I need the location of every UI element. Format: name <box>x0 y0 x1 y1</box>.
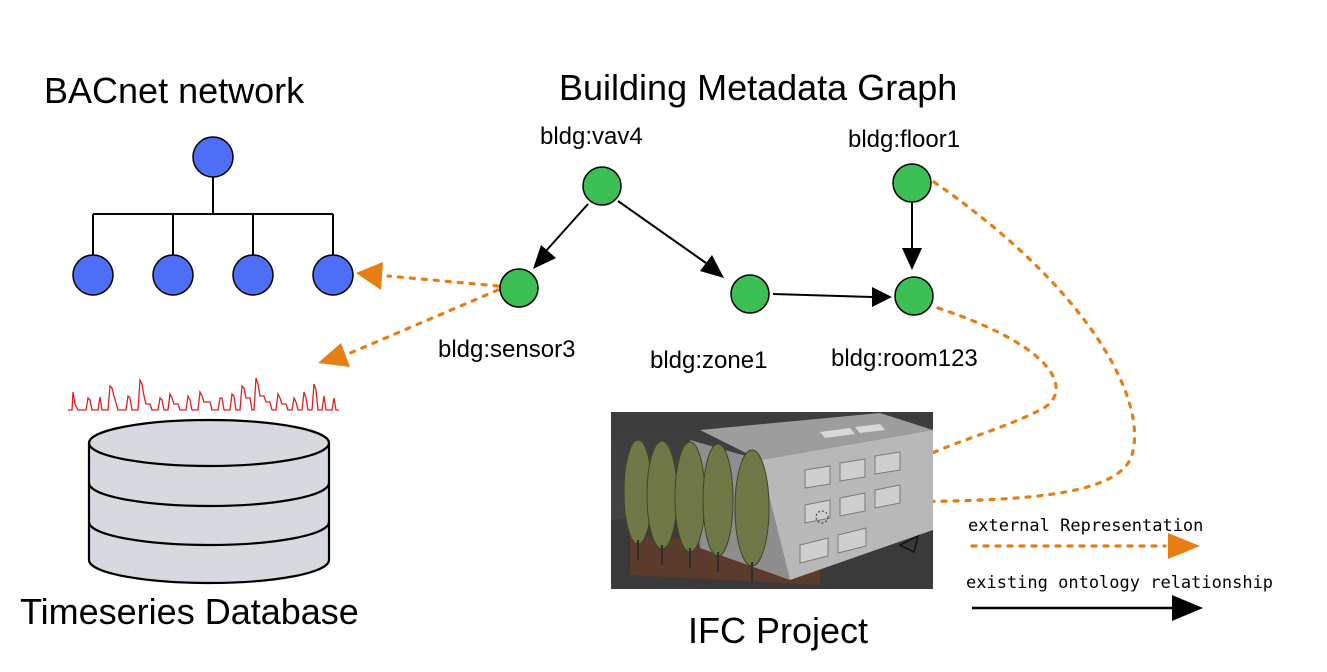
ifc-title: IFC Project <box>688 610 868 651</box>
timeseries-sparkline <box>68 377 339 411</box>
legend-existing-arrowhead <box>1172 595 1203 621</box>
label-vav4: bldg:vav4 <box>540 123 643 150</box>
node-room123 <box>894 276 934 316</box>
legend-external-label: external Representation <box>968 516 1203 536</box>
label-sensor3: bldg:sensor3 <box>438 336 575 363</box>
label-zone1: bldg:zone1 <box>650 347 767 374</box>
node-floor1 <box>892 163 932 203</box>
bacnet-device-node <box>232 254 274 296</box>
bacnet-device-node <box>72 254 114 296</box>
bacnet-device-node <box>312 254 354 296</box>
node-vav4 <box>582 166 622 206</box>
node-sensor3 <box>499 268 539 308</box>
bacnet-root-node <box>192 136 234 178</box>
label-room123: bldg:room123 <box>831 345 978 372</box>
graph-nodes <box>499 163 934 316</box>
database-cylinder-icon <box>87 418 331 585</box>
external-edges <box>346 180 1137 504</box>
ontology-edges <box>533 200 922 307</box>
bacnet-title: BACnet network <box>44 70 305 111</box>
legend-external-arrowhead <box>1168 533 1200 559</box>
label-floor1: bldg:floor1 <box>848 126 960 153</box>
bacnet-device-node <box>152 254 194 296</box>
ifc-building-render <box>611 412 933 589</box>
bacnet-tree <box>72 136 354 296</box>
timeseries-title: Timeseries Database <box>20 591 359 632</box>
legend-existing-label: existing ontology relationship <box>966 573 1273 593</box>
legend: external Representation existing ontolog… <box>966 516 1273 621</box>
graph-title: Building Metadata Graph <box>559 67 957 108</box>
node-zone1 <box>730 274 770 314</box>
